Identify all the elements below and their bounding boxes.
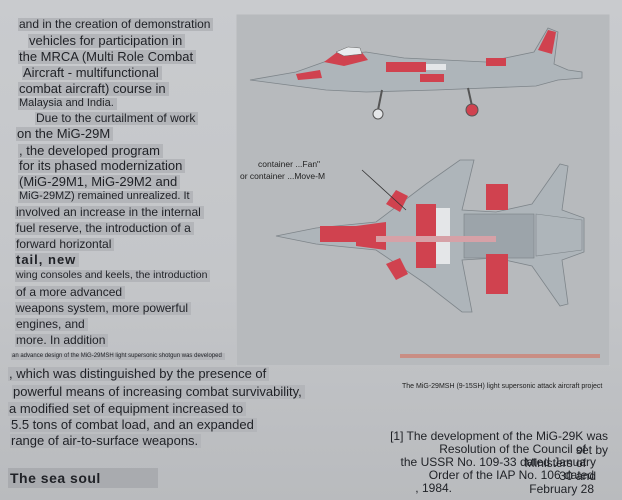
footnote-line: the USSR No. 109-33 dated January 30 and — [400, 455, 596, 483]
text-line: wing consoles and keels, the introductio… — [15, 270, 211, 282]
text-line: (MiG-29M1, MiG-29M2 and — [18, 175, 181, 189]
text-line: 5.5 tons of combat load, and an expanded — [10, 418, 257, 432]
text-line: combat aircraft) course in — [18, 82, 169, 96]
text-line: range of air-to-surface weapons. — [10, 434, 202, 448]
text-line: engines, and — [15, 318, 88, 331]
footnote-line: , 1984. — [415, 481, 452, 495]
text-line: powerful means of increasing combat surv… — [12, 385, 305, 399]
text-line: an advance design of the MiG-29MSH light… — [11, 353, 225, 360]
top-view-aircraft — [275, 159, 585, 313]
text-line: the MRCA (Multi Role Combat — [18, 50, 197, 64]
text-line: Aircraft - multifunctional — [22, 66, 162, 80]
text-line: Due to the curtailment of work — [35, 112, 199, 125]
text-line: Malaysia and India. — [18, 98, 117, 110]
callout-label: or container ...Move-M — [240, 171, 326, 181]
text-line: involved an increase in the internal — [15, 206, 204, 219]
footnote-line: Order of the IAP No. 106 dated February … — [428, 468, 594, 496]
text-line: more. In addition — [15, 334, 109, 347]
aircraft-illustration — [236, 14, 610, 366]
text-line: on the MiG-29M — [16, 127, 114, 141]
text-line: vehicles for participation in — [28, 34, 186, 48]
text-line: fuel reserve, the introduction of a — [15, 222, 194, 235]
footnote-line: Resolution of the Council of Ministers o… — [439, 442, 586, 470]
text-line: for its phased modernization — [18, 159, 186, 173]
text-line: a modified set of equipment increased to — [8, 402, 247, 416]
side-view-aircraft — [249, 27, 583, 120]
footnote-line: [1] The development of the MiG-29K was s… — [390, 429, 608, 457]
text-line: tail, new — [15, 253, 80, 267]
callout-label: container ...Fan" — [258, 159, 321, 169]
text-line: , which was distinguished by the presenc… — [8, 367, 270, 381]
text-line: MiG-29MZ) remained unrealized. It — [18, 191, 193, 203]
text-line: of a more advanced — [15, 286, 126, 299]
text-line: weapons system, more powerful — [15, 302, 192, 315]
text-line: and in the creation of demonstration — [18, 18, 214, 31]
text-line: forward horizontal — [15, 238, 115, 251]
figure-caption: The MiG-29MSH (9-15SH) light supersonic … — [402, 383, 603, 390]
text-line: , the developed program — [18, 144, 163, 158]
section-heading: The sea soul — [8, 468, 158, 488]
